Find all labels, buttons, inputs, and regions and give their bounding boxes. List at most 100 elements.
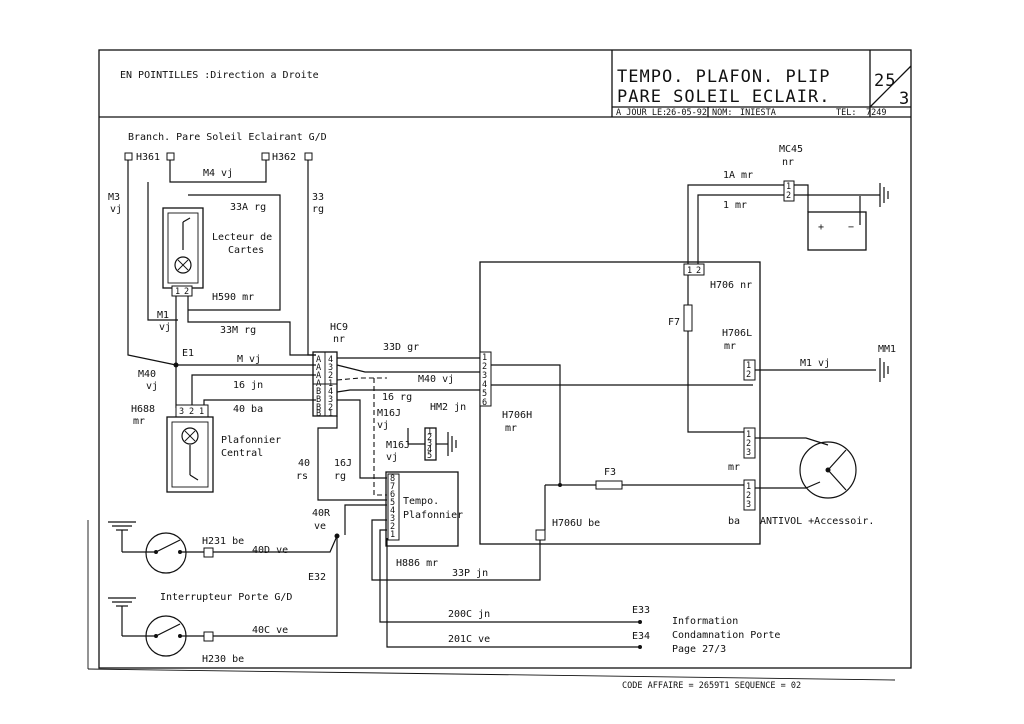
svg-text:2: 2 [696, 266, 701, 276]
wire-m16j-2: M16J [386, 440, 410, 451]
wire-m3: M3 [108, 192, 120, 203]
svg-text:4: 4 [427, 445, 432, 455]
courtesy-light-timer [385, 471, 459, 547]
sheet-frame [98, 49, 912, 669]
ground-icon-mm1 [879, 358, 889, 382]
svg-text:2: 2 [427, 433, 432, 443]
wire-40ba: 40 ba [233, 404, 263, 415]
connector-mc45-label: MC45 [779, 144, 803, 155]
svg-text:7: 7 [390, 482, 395, 492]
svg-text:2: 2 [328, 403, 333, 413]
central-module-box [479, 261, 761, 545]
label-e34: E34 [632, 631, 650, 642]
timer-label-2: Plafonnier [403, 510, 463, 521]
wire-200c: 200C jn [448, 609, 490, 620]
ground-icon-hm2 [447, 432, 457, 456]
connector-mc45 [783, 180, 795, 202]
wire-m16j: M16J [377, 408, 401, 419]
battery-minus-icon: − [848, 222, 854, 233]
connector-h688-color: mr [133, 416, 145, 427]
svg-text:1: 1 [482, 353, 487, 363]
svg-text:6: 6 [482, 398, 487, 408]
label-mr: mr [728, 462, 740, 473]
footer-code: CODE AFFAIRE = 2659T1 SEQUENCE = 02 [622, 681, 801, 691]
svg-text:B: B [316, 387, 321, 397]
svg-text:4: 4 [328, 355, 333, 365]
svg-text:1: 1 [746, 430, 751, 440]
svg-text:8: 8 [390, 474, 395, 484]
wire-40rs: 40 [298, 458, 310, 469]
label-e1: E1 [182, 348, 194, 359]
ceiling-lamp-label-1: Plafonnier [221, 435, 281, 446]
svg-text:1: 1 [328, 409, 333, 419]
svg-text:2: 2 [746, 439, 751, 449]
wire-40d: 40D ve [252, 545, 288, 556]
wire-33-color: rg [312, 204, 324, 215]
svg-text:A: A [316, 363, 321, 373]
fuse-f7 [683, 304, 693, 332]
wire-m40: M40 [138, 369, 156, 380]
svg-text:1: 1 [746, 482, 751, 492]
svg-text:1: 1 [390, 530, 395, 540]
branch-title: Branch. Pare Soleil Eclairant G/D [128, 132, 327, 143]
connector-h361: H361 [136, 152, 160, 163]
svg-text:1: 1 [746, 361, 751, 371]
wire-40c: 40C ve [252, 625, 288, 636]
wire-m16j-color: vj [377, 420, 389, 431]
svg-text:A: A [316, 379, 321, 389]
connector-h706l: H706L [722, 328, 752, 339]
map-reader-label-1: Lecteur de [212, 232, 272, 243]
door-switch-front [145, 532, 187, 574]
svg-text:2: 2 [482, 362, 487, 372]
svg-text:1: 1 [786, 182, 791, 192]
date-label: A JOUR LE: [616, 108, 667, 118]
svg-text:2: 2 [746, 491, 751, 501]
fuse-f3-label: F3 [604, 467, 616, 478]
antivol-label: ANTIVOL +Accessoir. [760, 516, 874, 527]
label-e32: E32 [308, 572, 326, 583]
connector-hc9-color: nr [333, 334, 345, 345]
map-reader-label-2: Cartes [228, 245, 264, 256]
svg-text:A: A [316, 355, 321, 365]
wire-40r-color: ve [314, 521, 326, 532]
connector-h706h-color: mr [505, 423, 517, 434]
wire-1: 1 mr [723, 200, 747, 211]
info-label-1: Information [672, 616, 738, 627]
svg-text:4: 4 [482, 380, 487, 390]
wire-m4: M4 vj [203, 168, 233, 179]
tel-value: 7249 [866, 108, 886, 118]
connector-h706h: H706H [502, 410, 532, 421]
wire-33a: 33A rg [230, 202, 266, 213]
wire-m40-vj: M40 vj [418, 374, 454, 385]
wire-16j-color: rg [334, 471, 346, 482]
wire-m16j-2-color: vj [386, 452, 398, 463]
svg-text:5: 5 [390, 498, 395, 508]
connector-h231: H231 be [202, 536, 244, 547]
wire-16jn: 16 jn [233, 380, 263, 391]
svg-text:5: 5 [482, 389, 487, 399]
svg-text:4: 4 [390, 506, 395, 516]
connector-h706u: H706U be [552, 518, 600, 529]
svg-text:3: 3 [482, 371, 487, 381]
svg-text:1: 1 [687, 266, 692, 276]
wire-m3-color: vj [110, 204, 122, 215]
svg-text:2: 2 [184, 287, 189, 297]
connector-h362: H362 [272, 152, 296, 163]
ground-icon-battery [879, 183, 889, 207]
label-ba: ba [728, 516, 740, 527]
door-switch-label: Interrupteur Porte G/D [160, 592, 292, 603]
svg-text:3: 3 [746, 500, 751, 510]
svg-text:B: B [316, 409, 321, 419]
svg-text:4: 4 [328, 387, 333, 397]
svg-text:2: 2 [189, 407, 194, 417]
battery-plus-icon: + [818, 222, 824, 233]
svg-text:1: 1 [199, 407, 204, 417]
svg-text:6: 6 [390, 490, 395, 500]
label-e33: E33 [632, 605, 650, 616]
label-mm1: MM1 [878, 344, 896, 355]
svg-text:5: 5 [427, 451, 432, 461]
wire-m1-left: M1 [157, 310, 169, 321]
ignition-switch [799, 441, 857, 499]
fuse-f3 [595, 480, 623, 490]
svg-text:3: 3 [328, 363, 333, 373]
